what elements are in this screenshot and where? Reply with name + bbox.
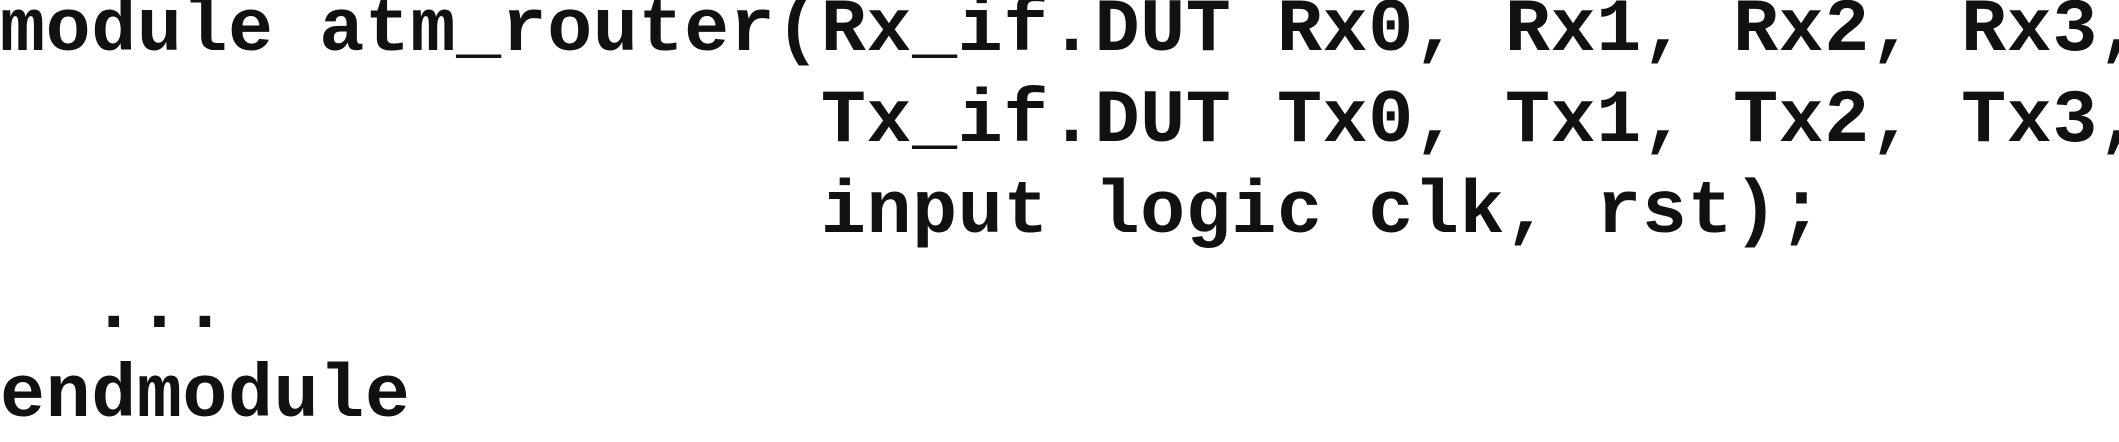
code-line-ellipsis: ... — [0, 265, 229, 350]
code-line-endmodule: endmodule — [0, 354, 411, 439]
code-line-input-signals: input logic clk, rst); — [0, 170, 1825, 255]
code-line-module-declaration: module atm_router(Rx_if.DUT Rx0, Rx1, Rx… — [0, 0, 2119, 73]
code-line-tx-ports: Tx_if.DUT Tx0, Tx1, Tx2, Tx3, — [0, 79, 2119, 164]
